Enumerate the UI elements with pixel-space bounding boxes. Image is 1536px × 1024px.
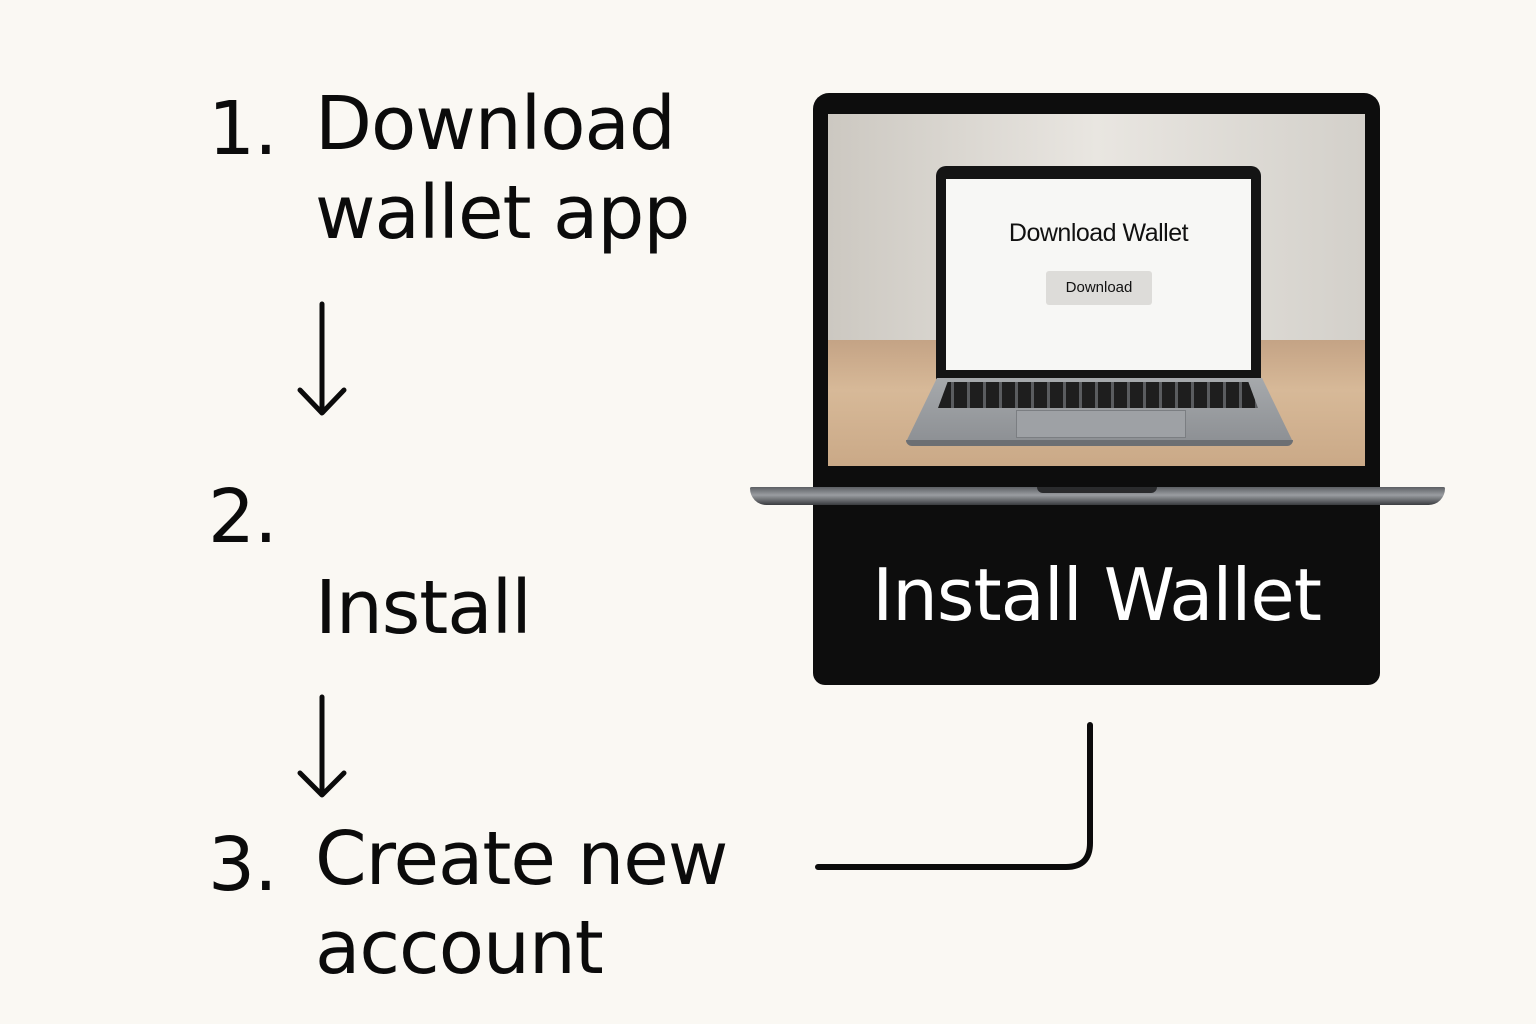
inner-laptop-screen: Download Wallet Download [946,179,1251,370]
step-3-label-line-2: account [315,905,604,991]
step-2-label-line-1: Install [315,565,532,651]
step-1-number: 1. [208,86,278,172]
download-button: Download [1046,271,1152,305]
step-2-label: Install [315,564,532,653]
step-3-label: Create new account [315,815,728,993]
arrow-down-icon [297,694,347,798]
inner-trackpad [1016,410,1186,438]
install-wallet-banner: Install Wallet [813,505,1380,685]
step-1-label-line-2: wallet app [315,170,690,256]
install-wallet-label: Install Wallet [872,553,1322,637]
step-3-number: 3. [208,822,278,908]
download-wallet-title: Download Wallet [1008,219,1189,247]
step-1-label-line-1: Download [315,81,676,167]
laptop-base [750,487,1445,505]
inner-laptop-front [906,440,1293,446]
elbow-connector [815,722,1093,870]
laptop-screen-photo: Download Wallet Download [828,114,1365,466]
step-1-label: Download wallet app [315,80,690,258]
step-2-number: 2. [208,474,278,560]
arrow-down-icon [297,301,347,416]
laptop-notch [1037,487,1157,493]
inner-keyboard [938,382,1258,408]
step-3-label-line-1: Create new [315,816,728,902]
